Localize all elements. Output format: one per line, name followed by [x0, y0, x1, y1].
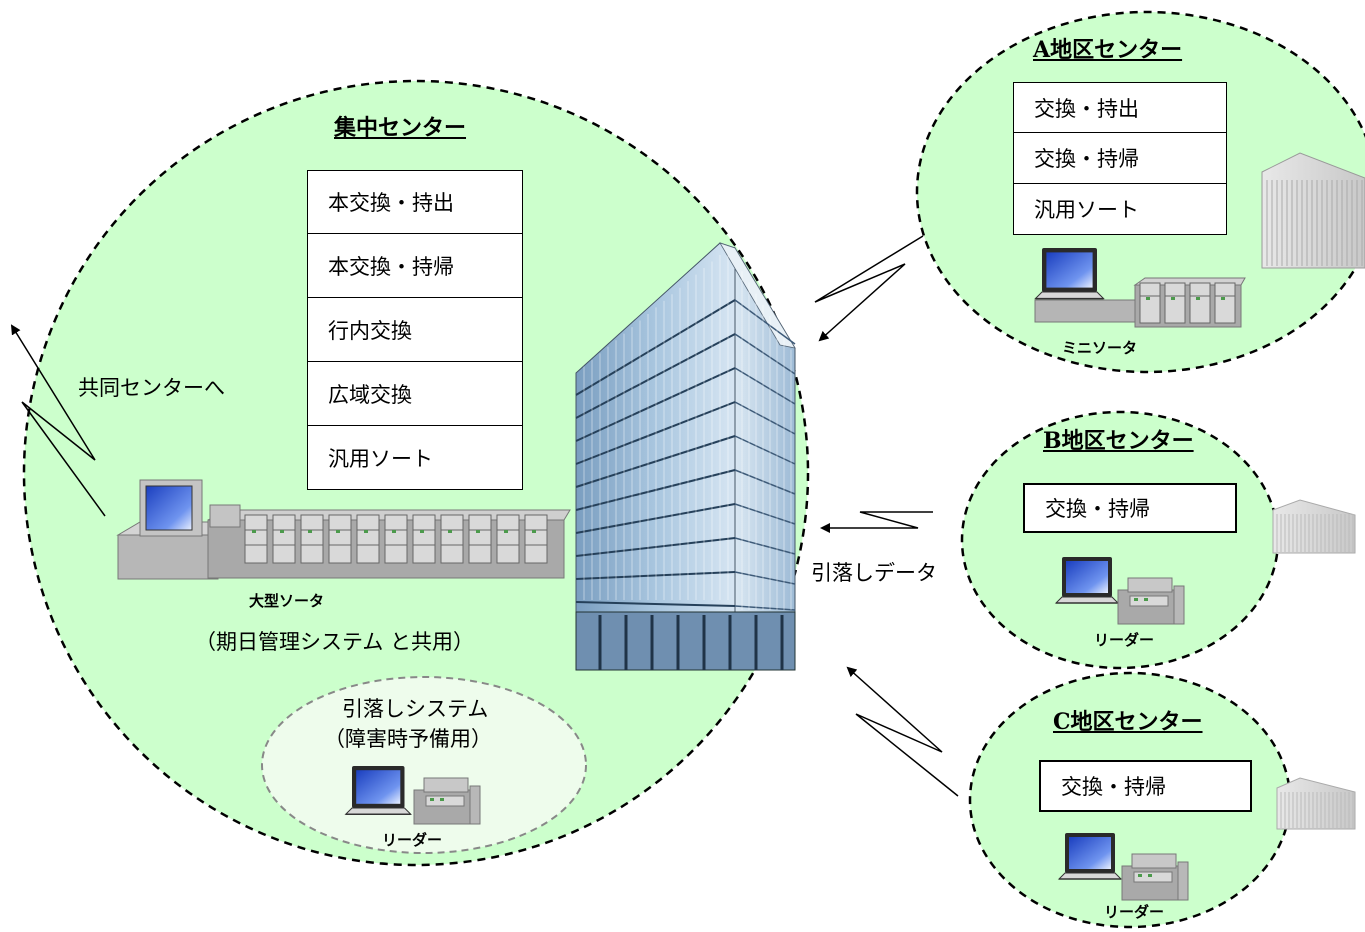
region-b-reader-icon [1117, 577, 1185, 625]
backup-system-title: 引落しシステム [342, 697, 489, 721]
region-c-device-label: リーダー [1104, 903, 1165, 921]
region-a-building-icon [1261, 152, 1365, 269]
region-a-title: A地区センター [1033, 37, 1183, 63]
large-sorter-icon [116, 479, 571, 580]
region-a-function-row: 汎用ソート [1013, 184, 1227, 235]
region-b-function-box: 交換・持帰 [1023, 483, 1237, 533]
backup-system-subtitle: （障害時予備用） [324, 727, 492, 751]
lightning-arrow-from-region-b [820, 511, 933, 533]
backup-reader-icon [413, 777, 481, 825]
region-b-device-label: リーダー [1094, 631, 1155, 649]
region-c-reader-icon [1121, 853, 1189, 901]
shared-note-label: （期日管理システム と共用） [195, 630, 475, 654]
lightning-arrow-from-region-c [846, 666, 959, 797]
backup-reader-label: リーダー [382, 831, 443, 849]
large-sorter-label: 大型ソータ [249, 592, 325, 610]
central-function-row: 本交換・持出 [307, 170, 523, 234]
region-b-laptop-icon [1054, 557, 1120, 604]
region-c-title: C地区センター [1053, 709, 1203, 735]
central-function-row: 行内交換 [307, 298, 523, 362]
lightning-arrow-to-joint-center [10, 324, 106, 517]
central-function-table: 本交換・持出 本交換・持帰 行内交換 広域交換 汎用ソート [307, 170, 523, 490]
mini-sorter-icon [1034, 277, 1246, 328]
region-a-device-label: ミニソータ [1062, 339, 1138, 357]
to-joint-center-label: 共同センターへ [78, 376, 225, 400]
central-function-row: 広域交換 [307, 362, 523, 426]
debit-data-label: 引落しデータ [811, 561, 937, 585]
central-function-row: 汎用ソート [307, 426, 523, 490]
region-a-function-table: 交換・持出 交換・持帰 汎用ソート [1013, 82, 1227, 235]
region-c-building-icon [1276, 777, 1356, 830]
region-a-laptop-icon [1034, 248, 1105, 300]
region-c-function-box: 交換・持帰 [1039, 760, 1252, 812]
region-b-title: B地区センター [1043, 428, 1194, 454]
region-a-function-row: 交換・持帰 [1013, 133, 1227, 184]
region-b-building-icon [1272, 499, 1356, 554]
lightning-arrow-from-region-a [814, 235, 924, 342]
backup-laptop-icon [344, 766, 413, 816]
region-c-laptop-icon [1057, 833, 1123, 880]
office-building-icon [575, 242, 796, 671]
region-a-function-row: 交換・持出 [1013, 82, 1227, 133]
backup-system-area [261, 676, 587, 854]
central-center-title: 集中センター [334, 115, 467, 141]
central-function-row: 本交換・持帰 [307, 234, 523, 298]
